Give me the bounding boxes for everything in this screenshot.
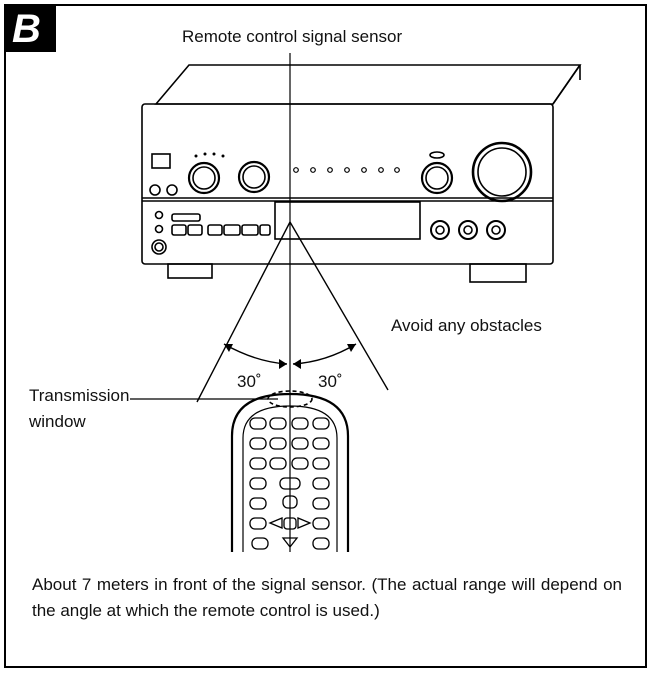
display-window xyxy=(274,201,421,240)
diagram-panel: B xyxy=(4,4,647,668)
remote-buttons xyxy=(249,417,330,550)
receiver-foot-right xyxy=(469,263,527,283)
angle-line-right xyxy=(289,221,389,391)
angle-arc-right xyxy=(292,343,357,365)
angle-arc-left xyxy=(223,343,288,365)
obstacles-label: Avoid any obstacles xyxy=(391,316,542,335)
angle-label-left: 30˚ xyxy=(237,372,262,391)
angle-line-left xyxy=(196,221,291,403)
range-caption: About 7 meters in front of the signal se… xyxy=(32,575,622,620)
sensor-label: Remote control signal sensor xyxy=(182,27,403,46)
volume-knob xyxy=(471,141,533,203)
receiver-top xyxy=(154,64,582,105)
panel-badge: B xyxy=(6,6,56,52)
receiver-foot-left xyxy=(167,263,213,279)
transmission-label-line2: window xyxy=(29,412,86,431)
transmission-label: Transmission xyxy=(29,386,130,405)
panel-badge-letter: B xyxy=(12,7,41,51)
angle-label-right: 30˚ xyxy=(318,372,343,391)
knob-center xyxy=(237,160,271,194)
power-button xyxy=(151,153,171,169)
receiver-body xyxy=(141,103,554,265)
remote-control xyxy=(230,392,350,552)
transmission-window xyxy=(267,390,313,408)
knob-right xyxy=(420,161,454,195)
knob-left xyxy=(187,161,221,195)
